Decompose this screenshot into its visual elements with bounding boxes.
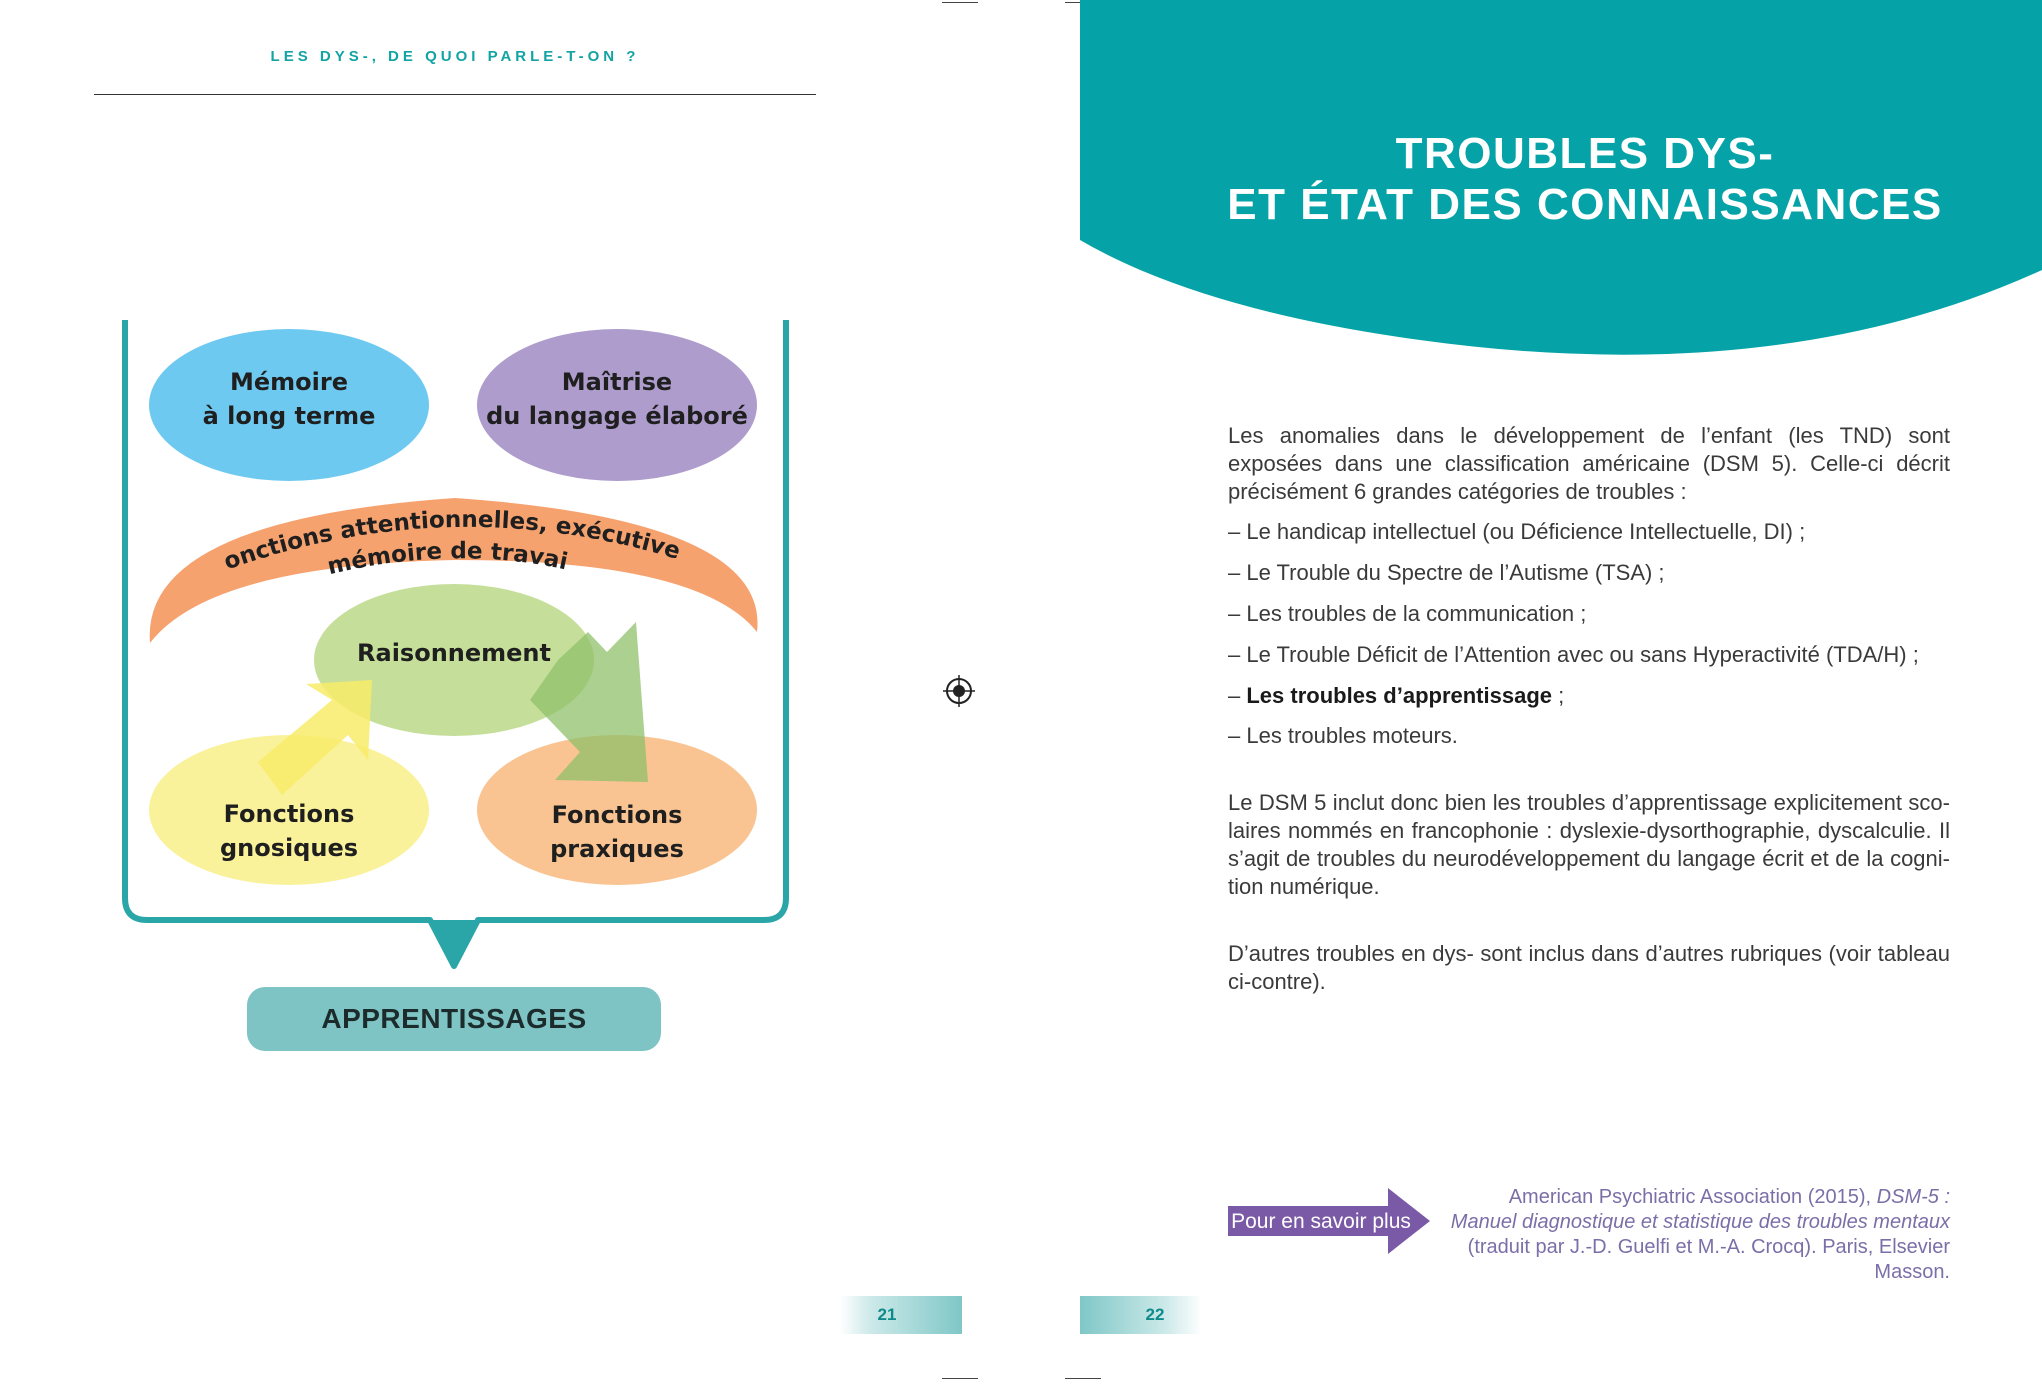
list-item: – Le Trouble du Spectre de l’Autisme (TS… [1228,560,1665,585]
page-number-tab-right [1080,1296,1202,1334]
crop-mark-top-left [942,2,978,3]
list-item: – Le Trouble Déficit de l’Attention avec… [1228,642,1919,667]
registration-mark-left-icon [943,675,975,707]
reference-line3: (traduit par J.-D. Guelfi et M.-A. Crocq… [1467,1236,1950,1283]
crop-mark-bottom-left [942,1378,978,1379]
chapter-title: TROUBLES DYS- ET ÉTAT DES CONNAISSANCES [1120,128,2042,230]
attention-arc [149,498,758,643]
gnosiques-ellipse [149,735,429,885]
maitrise-ellipse [477,329,757,481]
memoire-label-2: à long terme [203,402,376,430]
arc-label-2: mémoire de travail [0,0,570,580]
cognitive-functions-diagram: Mémoire à long terme Maîtrise du langage… [0,0,975,1334]
praxiques-label-1: Fonctions [552,801,683,829]
praxiques-label-2: praxiques [550,835,684,863]
reference-line1: American Psychiatric Association (2015),… [1400,1185,1950,1210]
raisonnement-label: Raisonnement [357,639,551,667]
gnosiques-label-1: Fonctions [224,800,355,828]
arc-label-1-path: Fonctions attentionnelles, exécutives, [0,0,683,575]
other-troubles-paragraph: D’autres troubles en dys- sont inclus da… [1228,941,1950,994]
list-item: – Les troubles de la communication ; [1228,601,1587,626]
list-item-emphasized: – Les troubles d’apprentissage ; [1228,682,1988,710]
running-head: LES DYS-, DE QUOI PARLE-T-ON ? [270,48,640,65]
reference-title-part1: DSM-5 : [1876,1186,1950,1208]
reference-author: American Psychiatric Association (2015), [1508,1186,1877,1208]
list-item-bold-text: Les troubles d’apprentissage [1246,683,1552,708]
frame-pointer [430,920,478,966]
reference-line2: Manuel diagnostique et statistique des t… [1400,1210,1950,1235]
maitrise-label-1: Maîtrise [562,368,672,396]
intro-paragraph: Les anomalies dans le développement de l… [1228,423,1950,504]
page-number-right: 22 [1145,1305,1165,1324]
gnosiques-label-2: gnosiques [220,834,358,862]
arc-label-1: Fonctions attentionnelles, exécutives, [0,0,683,575]
list-item-dash: – [1228,683,1247,708]
learn-more-arrow-icon [1228,1188,1430,1254]
green-arrow-icon [530,622,648,782]
chapter-title-line1: TROUBLES DYS- [1395,129,1775,178]
page-number-left: 21 [877,1305,897,1324]
list-item: – Les troubles moteurs. [1228,723,1458,748]
maitrise-label-2: du langage élaboré [486,402,748,430]
list-item: – Le handicap intellectuel (ou Déficienc… [1228,519,1806,544]
header-rule [94,94,816,95]
praxiques-ellipse [477,735,757,885]
apprentissages-box: APPRENTISSAGES [247,987,661,1051]
memoire-ellipse [149,329,429,481]
yellow-arrow-icon [258,680,372,795]
list-item-suffix: ; [1552,683,1565,708]
arc-label-2-path: mémoire de travail [0,0,570,580]
page-number-tab-left [840,1296,962,1334]
reference-title-part2: Manuel diagnostique et statistique des t… [1450,1211,1950,1233]
chapter-title-line2: ET ÉTAT DES CONNAISSANCES [1227,180,1943,229]
reference: American Psychiatric Association (2015),… [1400,1185,1950,1285]
chapter-banner [1080,0,2042,355]
learn-more-label: Pour en savoir plus [1231,1210,1411,1233]
crop-mark-bottom-right [1065,1378,1101,1379]
raisonnement-ellipse [314,584,594,736]
dsm-paragraph: Le DSM 5 inclut donc bien les troubles d… [1228,790,1950,899]
memoire-label-1: Mémoire [230,368,348,396]
